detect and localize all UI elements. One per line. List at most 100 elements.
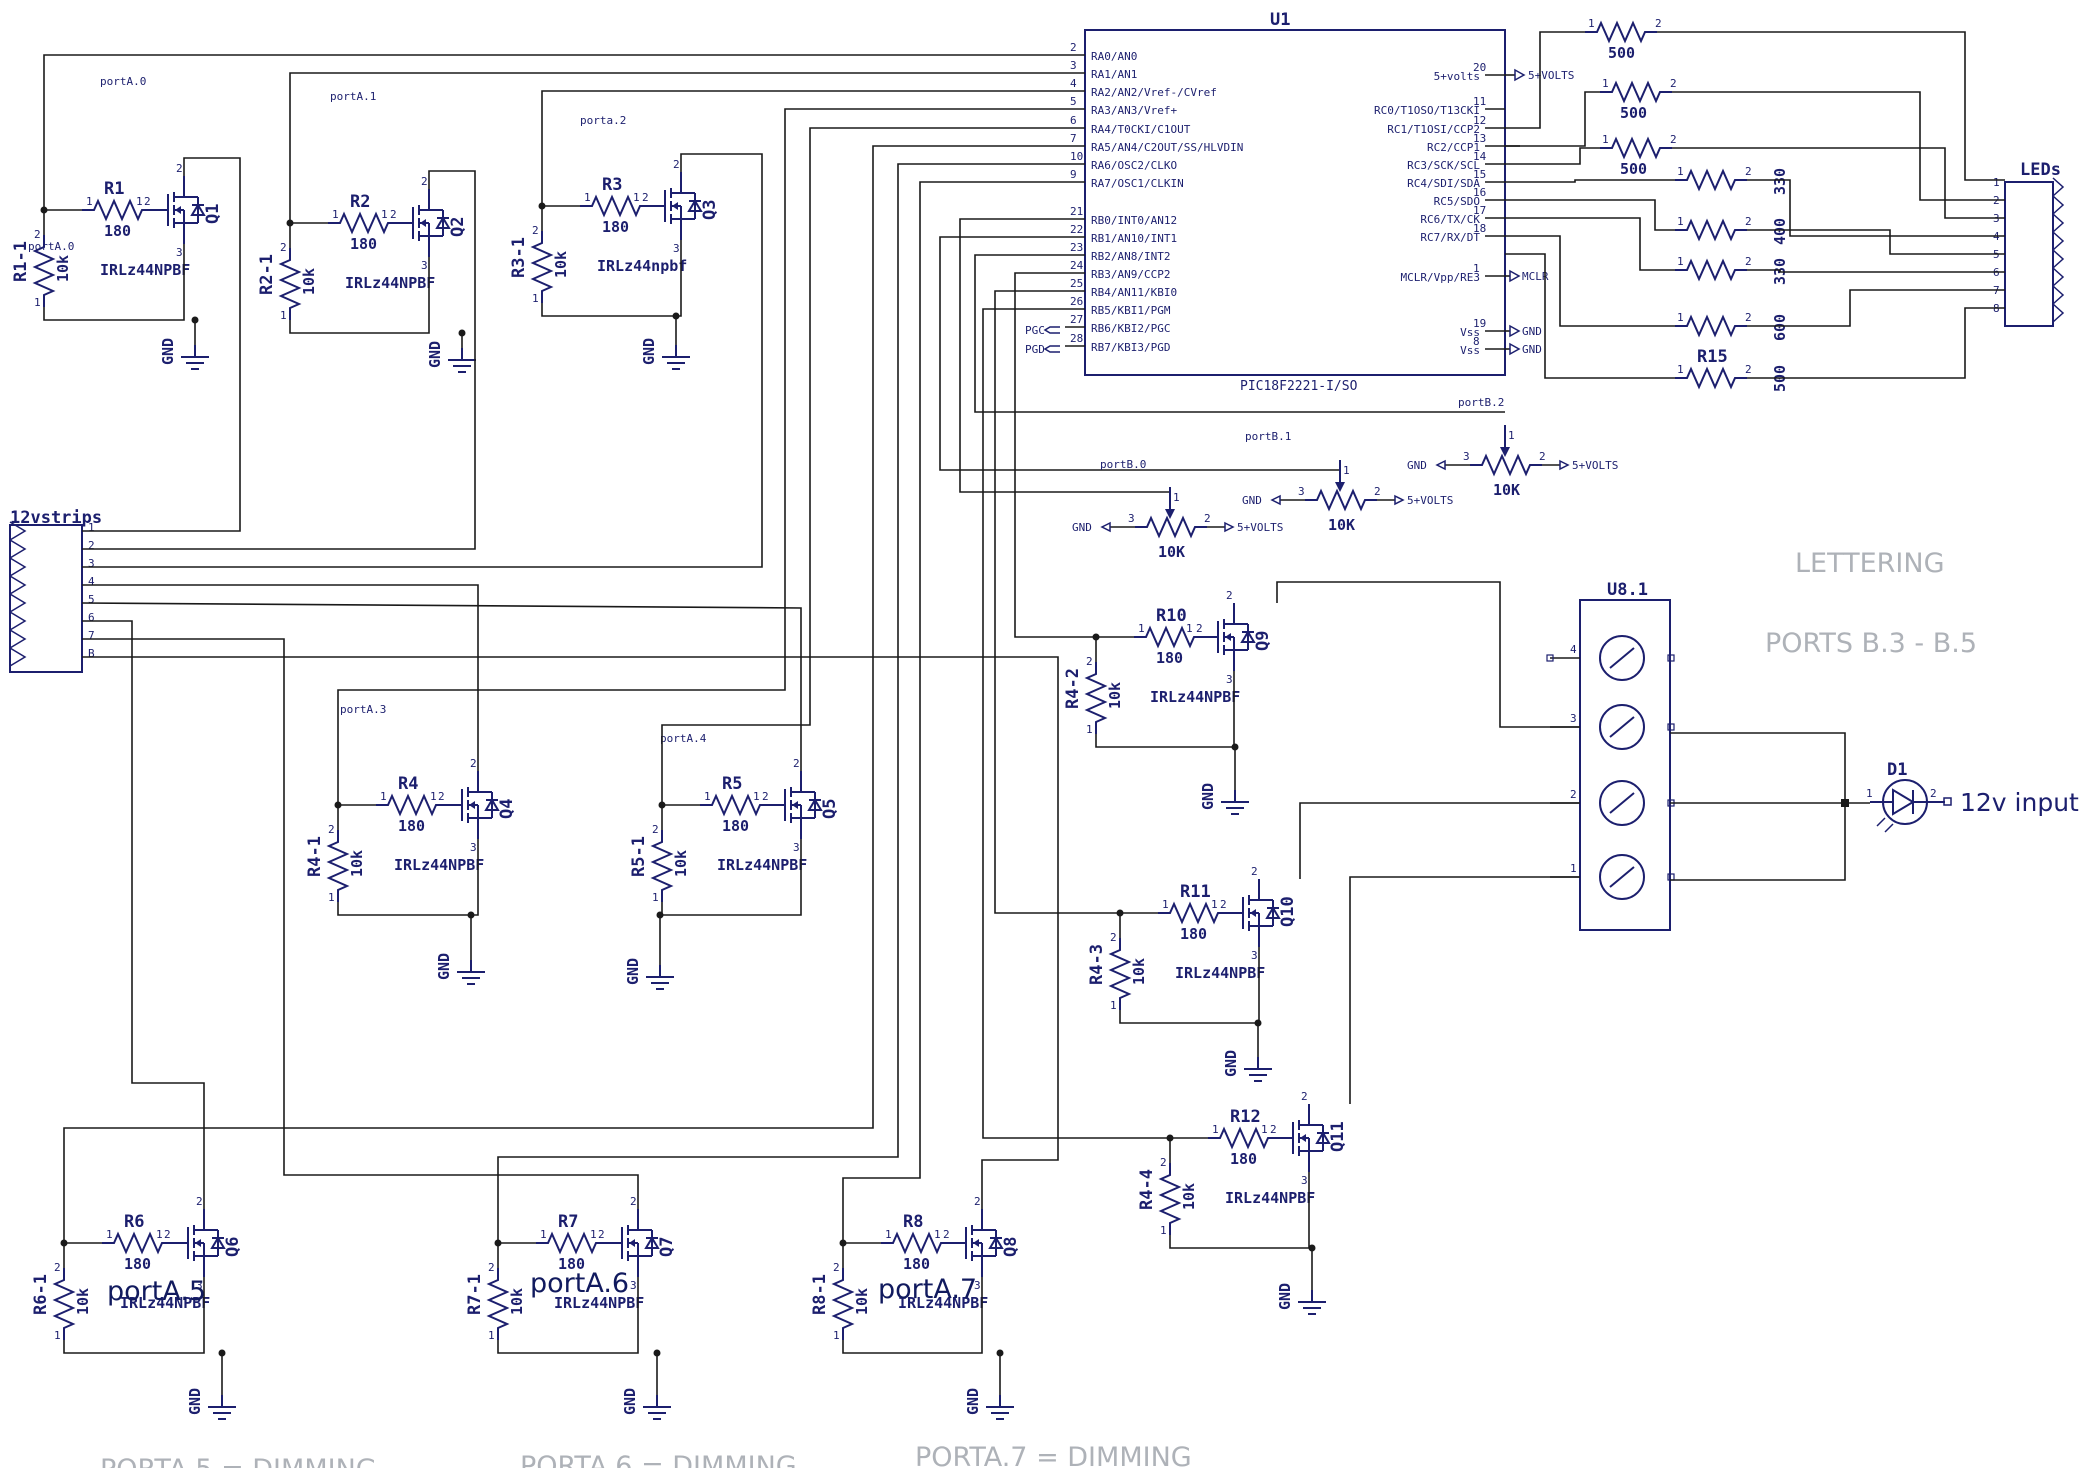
led-res-8-ref: R15 — [1697, 347, 1728, 367]
pin-num: 1 — [106, 1228, 113, 1241]
svg-text:1: 1 — [1602, 77, 1609, 90]
led-res-4-val: 330 — [1771, 168, 1789, 195]
note-ports: PORTS B.3 - B.5 — [1765, 628, 1977, 659]
mcu-net-label: GND — [1522, 325, 1542, 338]
series-resistor-value: 180 — [350, 235, 377, 253]
mcu-part: PIC18F2221-I/SO — [1240, 379, 1358, 394]
pin-num: 2 — [328, 823, 335, 836]
mosfet-ref: Q3 — [700, 200, 720, 220]
mcu-pin-num: 8 — [1473, 335, 1480, 348]
port-label: portA.0 — [100, 75, 146, 88]
strips-pin-num: 3 — [88, 557, 95, 570]
pin-num: 1 — [833, 1329, 840, 1342]
pin-num: 2 — [1204, 512, 1211, 525]
pulldown-value: 10k — [1130, 958, 1148, 985]
pin-num: 1 — [1138, 622, 1145, 635]
mosfet-part: IRLz44NPBF — [1225, 1189, 1315, 1207]
pot-vcc-label: 5+VOLTS — [1407, 494, 1453, 507]
svg-text:2: 2 — [1745, 165, 1752, 178]
pulldown-value: 10k — [348, 850, 366, 877]
mcu-pin-num: 19 — [1473, 317, 1486, 330]
series-resistor-ref: R1 — [104, 179, 124, 199]
pin-num: 1 — [328, 891, 335, 904]
pin-num: 2 — [1220, 898, 1227, 911]
port-label: portA.3 — [340, 703, 386, 716]
pin-num: 1 — [633, 191, 640, 204]
pulldown-value: 10k — [552, 251, 570, 278]
pin-num: 3 — [673, 242, 680, 255]
mcu-pin-num: 26 — [1070, 295, 1083, 308]
mcu-ref: U1 — [1270, 10, 1290, 30]
mcu-pin-label: RA1/AN1 — [1091, 68, 1137, 81]
mosfet-part: IRLz44NPBF — [100, 261, 190, 279]
mcu-pin-label: RB1/AN10/INT1 — [1091, 232, 1177, 245]
svg-text:1: 1 — [1677, 255, 1684, 268]
pin-num: 1 — [430, 790, 437, 803]
series-resistor-ref: R7 — [558, 1212, 578, 1232]
note-dim7: PORTA.7 = DIMMING — [915, 1442, 1192, 1468]
pin-num: 1 — [934, 1228, 941, 1241]
mcu-pin-label: RB2/AN8/INT2 — [1091, 250, 1170, 263]
pin-num: 3 — [1463, 450, 1470, 463]
series-resistor-ref: R8 — [903, 1212, 923, 1232]
gnd-label: GND — [159, 338, 177, 365]
pin-num: 1 — [136, 195, 143, 208]
pin-num: 2 — [470, 757, 477, 770]
pin-num: 2 — [1251, 865, 1258, 878]
series-resistor-ref: R3 — [602, 175, 622, 195]
svg-text:2: 2 — [1655, 17, 1662, 30]
pot-value: 10K — [1328, 516, 1355, 534]
mcu-channel-wires — [43, 54, 1580, 1243]
pulldown-ref: R4-1 — [305, 836, 325, 877]
series-resistor-ref: R2 — [350, 192, 370, 212]
gnd-label: GND — [964, 1388, 982, 1415]
strips-label: 12vstrips — [10, 508, 102, 528]
svg-text:1: 1 — [1588, 17, 1595, 30]
pin-num: 2 — [164, 1228, 171, 1241]
pulldown-ref: R7-1 — [465, 1274, 485, 1315]
mcu-pin-num: 4 — [1070, 77, 1077, 90]
series-resistor-value: 180 — [124, 1255, 151, 1273]
pin-num: 2 — [652, 823, 659, 836]
pin-num: 1 — [1212, 1123, 1219, 1136]
mcu-pin-num: 9 — [1070, 168, 1077, 181]
pgc-label: PGC — [1025, 324, 1045, 337]
mosfet-ref: Q2 — [448, 217, 468, 237]
mcu-pin-label: RC1/T1OSI/CCP2 — [1387, 123, 1480, 136]
mcu-net-label: GND — [1522, 343, 1542, 356]
pot-port-label: portB.2 — [1458, 396, 1504, 409]
strips-pin-num: 2 — [88, 539, 95, 552]
pin-num: 1 — [753, 790, 760, 803]
pin-num: 1 — [86, 195, 93, 208]
mcu-pin-label: RA0/AN0 — [1091, 50, 1137, 63]
port-label: portA.0 — [28, 240, 74, 253]
pin-num: 1 — [1343, 464, 1350, 477]
mosfet-part: IRLz44NPBF — [717, 856, 807, 874]
note-lettering: LETTERING — [1795, 548, 1945, 579]
mcu-pin-label: RC3/SCK/SCL — [1407, 159, 1480, 172]
mosfet-ref: Q6 — [223, 1237, 243, 1257]
pot-value: 10K — [1158, 543, 1185, 561]
mosfet-ref: Q4 — [497, 799, 517, 819]
series-resistor-value: 180 — [398, 817, 425, 835]
pin-num: 1 — [280, 309, 287, 322]
pulldown-ref: R4-2 — [1063, 668, 1083, 709]
pin-num: 1 — [1110, 999, 1117, 1012]
pin-num: 2 — [390, 208, 397, 221]
pin-num: 1 — [1261, 1123, 1268, 1136]
pin-num: 2 — [642, 191, 649, 204]
port-label: porta.2 — [580, 114, 626, 127]
mosfet-ref: Q11 — [1328, 1121, 1348, 1152]
mcu-pin-label: RA5/AN4/C2OUT/SS/HLVDIN — [1091, 141, 1243, 154]
pin-num: 2 — [196, 1195, 203, 1208]
mcu-pin-label: 5+volts — [1434, 70, 1480, 83]
series-resistor-value: 180 — [903, 1255, 930, 1273]
u8-pin-num: 2 — [1570, 788, 1577, 801]
pin-num: 2 — [1196, 622, 1203, 635]
svg-text:1: 1 — [1602, 133, 1609, 146]
